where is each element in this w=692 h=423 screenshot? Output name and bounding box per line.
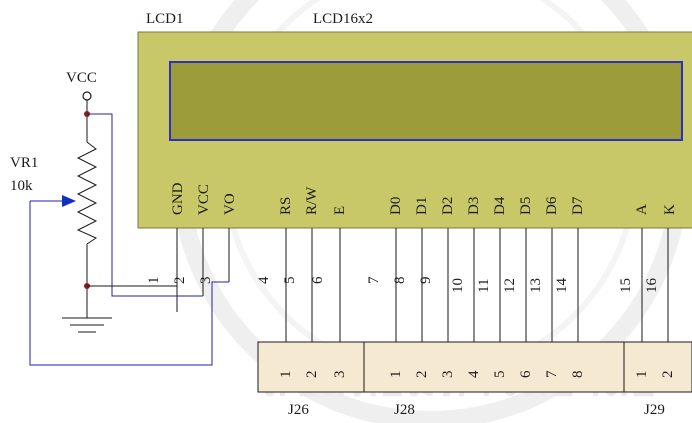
connector-j29: 1 2 J29 xyxy=(623,341,692,418)
lcd-pin-names: GND VCC VO RS R/W E D0 D1 D2 D3 D4 D5 D6… xyxy=(170,182,678,215)
pin-name-d3: D3 xyxy=(466,197,482,215)
pin-num-1: 1 xyxy=(146,277,162,285)
pin-num-12: 12 xyxy=(502,278,518,293)
pin-name-d7: D7 xyxy=(570,196,586,215)
connector-j26: 1 2 3 J26 xyxy=(257,341,365,418)
svg-text:3: 3 xyxy=(440,371,456,379)
pin-num-3: 3 xyxy=(198,277,214,285)
svg-text:3: 3 xyxy=(332,371,348,379)
lcd-pin-numbers: 1 2 3 4 5 6 7 8 9 10 11 12 13 14 15 16 xyxy=(146,276,660,293)
lcd-value-label: LCD16x2 xyxy=(313,11,373,27)
pin-num-4: 4 xyxy=(256,276,272,284)
pin-name-vo: VO xyxy=(222,193,238,215)
pot-wiper-arrow xyxy=(62,195,76,207)
pot-value-label: 10k xyxy=(10,178,33,194)
pin-name-rw: R/W xyxy=(304,186,320,215)
pin-name-d4: D4 xyxy=(492,196,508,215)
svg-text:2: 2 xyxy=(660,371,676,379)
svg-text:1: 1 xyxy=(278,371,294,379)
pin-num-13: 13 xyxy=(528,278,544,293)
pin-num-9: 9 xyxy=(418,277,434,285)
svg-text:1: 1 xyxy=(634,371,650,379)
pin-num-5: 5 xyxy=(282,277,298,285)
vcc-power-symbol: VCC xyxy=(66,70,97,114)
pot-ref-label: VR1 xyxy=(10,155,38,171)
pin-num-10: 10 xyxy=(450,278,466,293)
ground-symbol xyxy=(62,312,112,333)
svg-text:7: 7 xyxy=(544,370,560,378)
connector-j29-label: J29 xyxy=(644,402,665,418)
lcd-ref-label: LCD1 xyxy=(146,11,184,27)
pin-num-8: 8 xyxy=(392,277,408,285)
pin-num-7: 7 xyxy=(366,276,382,284)
pin-name-gnd: GND xyxy=(170,182,186,215)
pin-name-d2: D2 xyxy=(440,197,456,215)
svg-text:8: 8 xyxy=(570,371,586,379)
pin-num-11: 11 xyxy=(476,279,492,293)
vcc-terminal xyxy=(82,91,92,101)
pin-name-vcc: VCC xyxy=(196,184,212,215)
pin-name-d5: D5 xyxy=(518,197,534,215)
svg-text:2: 2 xyxy=(304,371,320,379)
connector-j28: 1 2 3 4 5 6 7 8 J28 xyxy=(363,341,625,418)
pin-num-16: 16 xyxy=(644,278,660,294)
pin-num-6: 6 xyxy=(310,276,326,284)
potentiometer-vr1: VR1 10k xyxy=(10,114,98,312)
pin-name-d0: D0 xyxy=(388,197,404,215)
pin-name-rs: RS xyxy=(278,197,294,215)
svg-text:5: 5 xyxy=(492,371,508,379)
svg-text:1: 1 xyxy=(388,371,404,379)
svg-text:6: 6 xyxy=(518,370,534,378)
pin-name-e: E xyxy=(332,206,348,215)
pin-name-a: A xyxy=(634,204,650,215)
connector-j26-label: J26 xyxy=(288,402,309,418)
connector-j28-label: J28 xyxy=(394,402,415,418)
lcd-screen xyxy=(169,61,683,141)
pin-name-d6: D6 xyxy=(544,196,560,215)
lcd-pin-wires xyxy=(176,228,669,342)
svg-text:4: 4 xyxy=(466,370,482,378)
svg-text:2: 2 xyxy=(414,371,430,379)
pin-name-k: K xyxy=(662,204,678,215)
pin-num-15: 15 xyxy=(618,278,634,293)
pot-wiring xyxy=(29,113,229,366)
vcc-label: VCC xyxy=(66,70,97,86)
pin-num-14: 14 xyxy=(554,278,570,294)
pot-resistor-zigzag xyxy=(76,141,98,245)
pin-name-d1: D1 xyxy=(414,197,430,215)
pin-num-2: 2 xyxy=(172,277,188,285)
